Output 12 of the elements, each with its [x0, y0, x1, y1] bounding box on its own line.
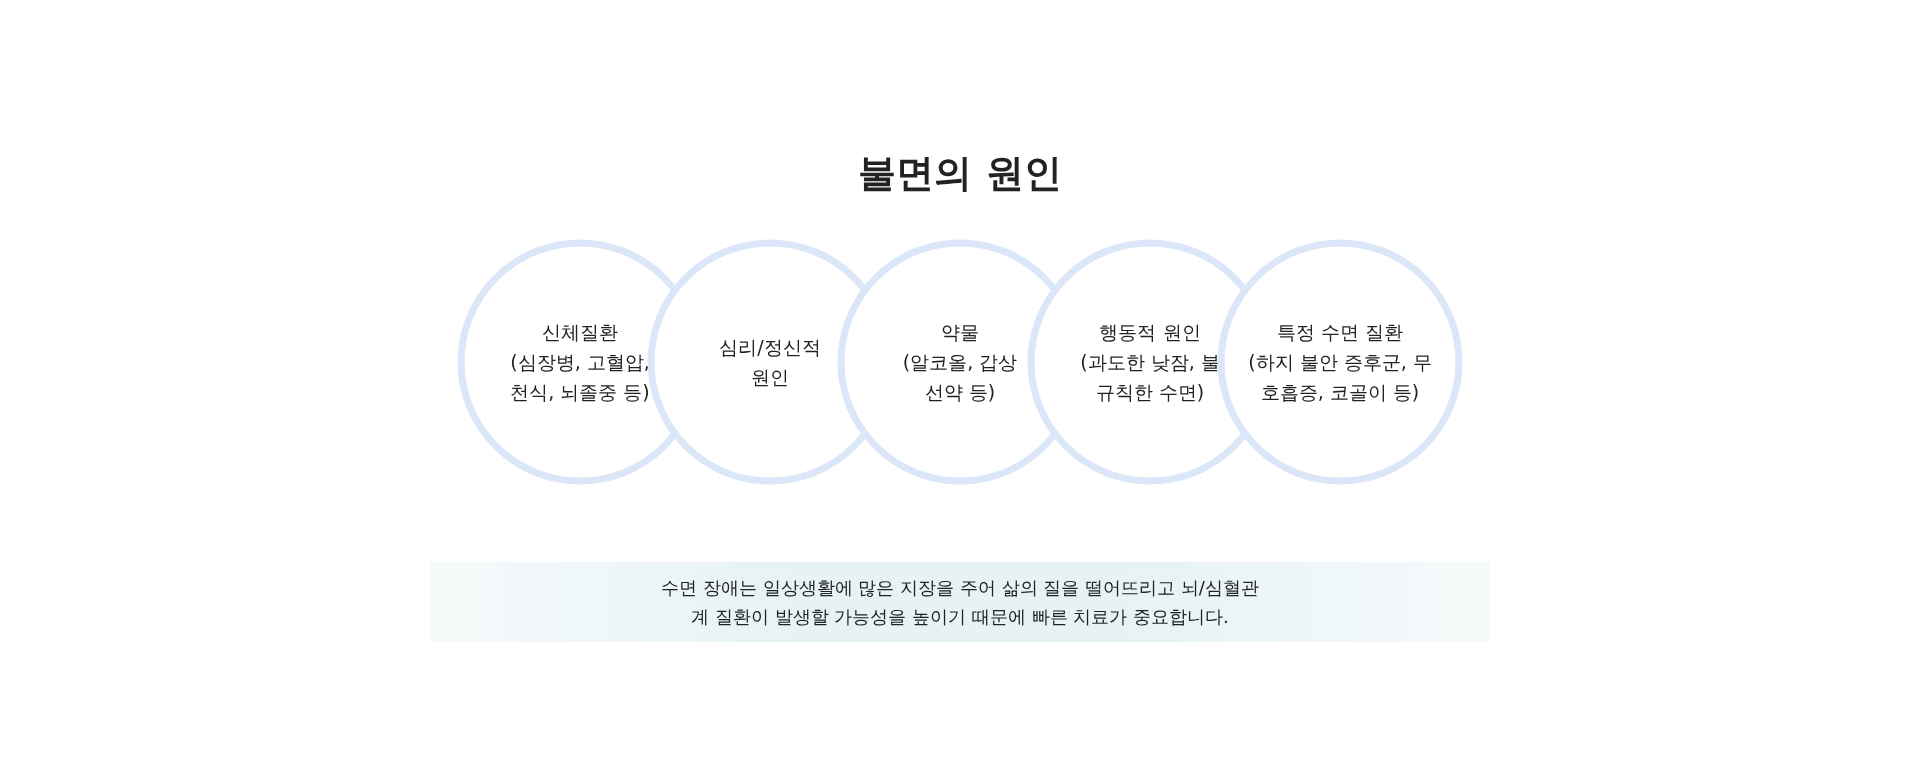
cause-examples: (과도한 낮잠, 불규칙한 수면) — [1080, 350, 1220, 405]
cause-heading: 심리/정신적 원인 — [718, 335, 822, 390]
cause-heading: 행동적 원인 — [1099, 320, 1201, 345]
cause-heading: 약물 — [941, 320, 979, 345]
cause-heading: 특정 수면 질환 — [1276, 320, 1404, 345]
title: 불면의 원인 — [858, 150, 1062, 197]
cause-examples: (심장병, 고혈압, 천식, 뇌졸중 등) — [510, 350, 650, 405]
cause-examples: (하지 불안 증후군, 무호흡증, 코골이 등) — [1247, 350, 1433, 405]
cause-examples: (알코올, 갑상선약 등) — [901, 350, 1019, 405]
note-band — [430, 562, 1490, 642]
cause-heading: 신체질환 — [542, 320, 618, 345]
note-text: 수면 장애는 일상생활에 많은 지장을 주어 삶의 질을 떨어뜨리고 뇌/심혈관계 질환이 발생할 가능성을 높이기 때문에 빠른 치료가 중요합니다. — [660, 576, 1260, 629]
